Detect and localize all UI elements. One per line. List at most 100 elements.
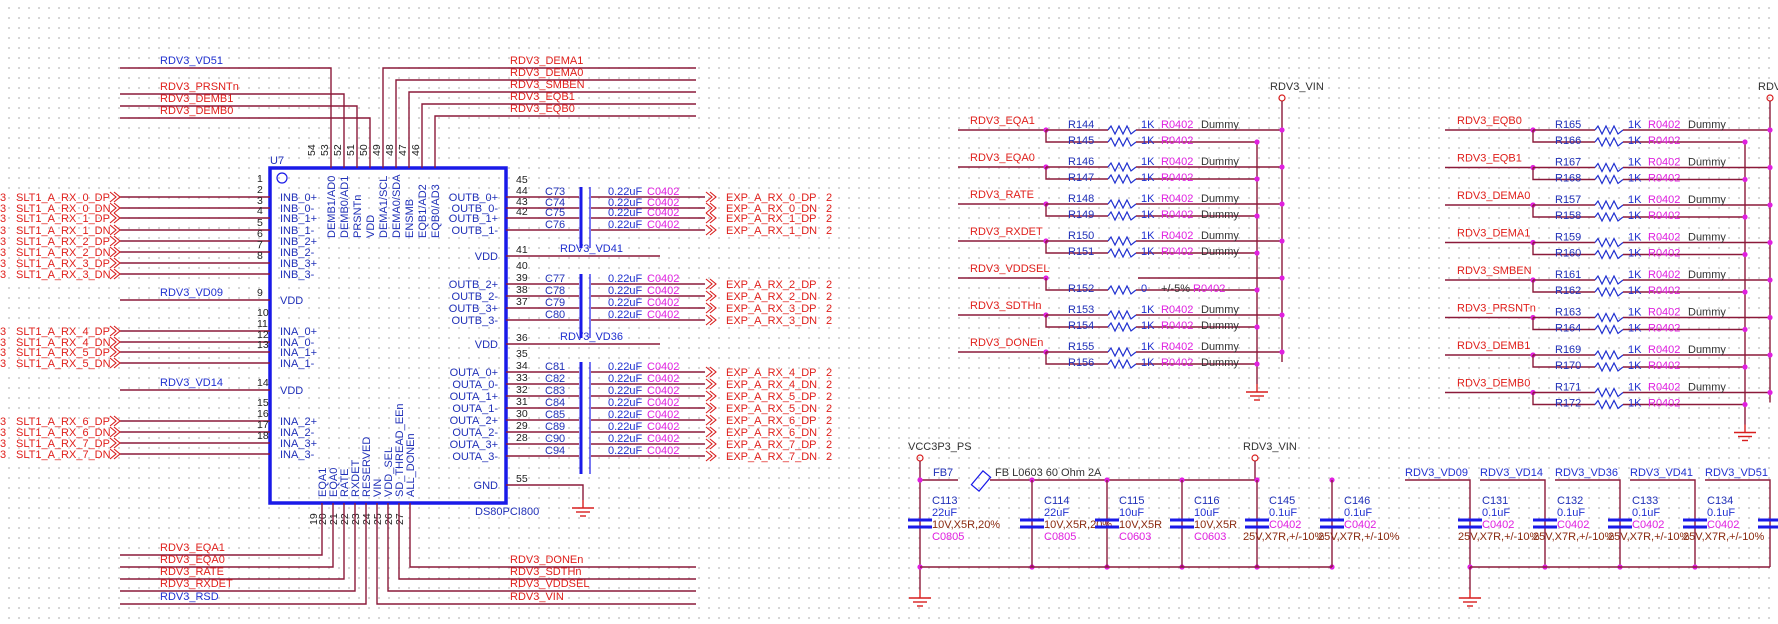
resistor-icon bbox=[1107, 235, 1137, 247]
resistor-refdes: R148 bbox=[1068, 193, 1094, 205]
resistor-refdes: R157 bbox=[1555, 194, 1581, 206]
resistor-refdes: R144 bbox=[1068, 119, 1094, 131]
net-label: RDV3_SDTHn bbox=[970, 300, 1042, 312]
net-label: RDV3_EQB1 bbox=[510, 91, 575, 103]
offpage-connector-icon bbox=[113, 191, 121, 203]
net-label: RDV3_DEMA0 bbox=[510, 67, 583, 79]
offpage-connector-icon bbox=[109, 426, 117, 438]
strap-power-label: RDV3_V bbox=[1758, 81, 1778, 93]
power-net-label: RDV3_VD09 bbox=[160, 287, 223, 299]
net-label: RDV3_PRSNTn bbox=[160, 81, 239, 93]
cap-footprint: C0402 bbox=[1269, 519, 1301, 531]
wire bbox=[1705, 479, 1771, 567]
offpage-net-label: SLT1_A_RX_4_DP bbox=[16, 326, 110, 338]
resistor-value: 1K bbox=[1141, 135, 1155, 147]
offpage-connector-icon bbox=[109, 357, 117, 369]
wire bbox=[1532, 317, 1595, 331]
ferrite-description: FB L0603 60 Ohm 2A bbox=[995, 467, 1102, 479]
resistor-footprint: R0402 bbox=[1161, 209, 1193, 221]
resistor-refdes: R159 bbox=[1555, 232, 1581, 244]
wire bbox=[376, 503, 696, 605]
resistor-refdes: R158 bbox=[1555, 210, 1581, 222]
net-label: RDV3_EQB1 bbox=[1457, 153, 1522, 165]
pin-number: 14 bbox=[257, 377, 269, 389]
net-label: RDV3_RXDET bbox=[970, 226, 1043, 238]
pin-number: 24 bbox=[361, 513, 373, 525]
resistor-note: Dummy bbox=[1201, 156, 1239, 168]
offpage-sheet-number: 2 bbox=[826, 225, 832, 237]
pin-number: 34 bbox=[516, 360, 528, 372]
resistor-value: 1K bbox=[1141, 172, 1155, 184]
cap-footprint: C0402 bbox=[1707, 519, 1739, 531]
offpage-connector-icon bbox=[113, 437, 121, 449]
net-label: RDV3_SDTHn bbox=[510, 566, 582, 578]
wire bbox=[382, 67, 696, 168]
resistor-refdes: R152 bbox=[1068, 283, 1094, 295]
pin-number: 16 bbox=[257, 408, 269, 420]
offpage-net-label: EXP_A_RX_1_DP bbox=[726, 213, 817, 225]
junction-dot bbox=[1279, 127, 1285, 133]
cap-footprint: C0402 bbox=[647, 309, 679, 321]
net-label: RDV3_RATE bbox=[160, 566, 224, 578]
cap-refdes: C83 bbox=[545, 385, 565, 397]
resistor-icon bbox=[1594, 211, 1624, 223]
pin-number: 21 bbox=[328, 513, 340, 525]
cap-footprint: C0402 bbox=[647, 297, 679, 309]
pin-name: INA_2- bbox=[280, 427, 315, 439]
cap-value: 0.22uF bbox=[608, 219, 643, 231]
pin-name: OUTB_1+ bbox=[449, 213, 498, 225]
resistor-refdes: R168 bbox=[1555, 173, 1581, 185]
resistor-icon bbox=[1107, 284, 1137, 296]
cap-footprint: C0402 bbox=[647, 285, 679, 297]
pin-name: OUTA_2- bbox=[452, 427, 498, 439]
offpage-connector-icon bbox=[109, 415, 117, 427]
resistor-note: Dummy bbox=[1201, 320, 1239, 332]
offpage-connector-icon bbox=[113, 357, 121, 369]
resistor-footprint: R0402 bbox=[1648, 398, 1680, 410]
resistor-note: Dummy bbox=[1201, 209, 1239, 221]
offpage-connector-icon bbox=[705, 290, 713, 302]
cap-value: 0.22uF bbox=[608, 197, 643, 209]
wire bbox=[1045, 278, 1108, 291]
wire bbox=[1045, 130, 1108, 143]
cap-refdes: C84 bbox=[545, 397, 565, 409]
resistor-note: Dummy bbox=[1688, 119, 1726, 131]
wire bbox=[120, 503, 367, 605]
offpage-connector-icon bbox=[705, 191, 713, 203]
offpage-connector-icon bbox=[113, 415, 121, 427]
power-output-label: RDV3_VIN bbox=[1243, 441, 1297, 453]
resistor-icon bbox=[1107, 161, 1137, 173]
pin-number: 30 bbox=[516, 408, 528, 420]
pin-name: OUTB_2- bbox=[452, 291, 499, 303]
net-label: RDV3_EQB0 bbox=[1457, 115, 1522, 127]
wire bbox=[408, 91, 696, 168]
junction-dot bbox=[1254, 287, 1260, 293]
resistor-footprint: R0402 bbox=[1648, 194, 1680, 206]
offpage-connector-icon bbox=[705, 278, 713, 290]
resistor-footprint: R0402 bbox=[1161, 135, 1193, 147]
offpage-connector-icon bbox=[113, 448, 121, 460]
junction-dot bbox=[1279, 312, 1285, 318]
pin-name: OUTB_3- bbox=[452, 315, 499, 327]
resistor-value: 1K bbox=[1628, 248, 1642, 260]
junction-dot bbox=[1767, 239, 1773, 246]
offpage-net-label: SLT1_A_RX_3_DP bbox=[16, 258, 110, 270]
pin-number: 39 bbox=[516, 272, 528, 284]
cap-refdes: C78 bbox=[545, 285, 565, 297]
pin-number: 27 bbox=[394, 513, 406, 525]
offpage-connector-icon bbox=[709, 402, 717, 414]
resistor-footprint: R0402 bbox=[1648, 119, 1680, 131]
pin-number: 4 bbox=[257, 205, 263, 217]
offpage-sheet-number: 2 bbox=[826, 213, 832, 225]
offpage-sheet-number: 3 bbox=[0, 449, 6, 461]
cap-refdes: C134 bbox=[1707, 495, 1733, 507]
resistor-refdes: R149 bbox=[1068, 209, 1094, 221]
offpage-connector-icon bbox=[705, 450, 713, 462]
pin-number: 20 bbox=[317, 513, 329, 525]
power-net-label: RDV3_VD09 bbox=[1405, 467, 1468, 479]
wire bbox=[1532, 392, 1595, 406]
offpage-sheet-number: 3 bbox=[0, 326, 6, 338]
offpage-net-label: SLT1_A_RX_0_DN bbox=[16, 203, 111, 215]
junction-dot bbox=[1254, 139, 1260, 145]
resistor-value: 1K bbox=[1628, 194, 1642, 206]
